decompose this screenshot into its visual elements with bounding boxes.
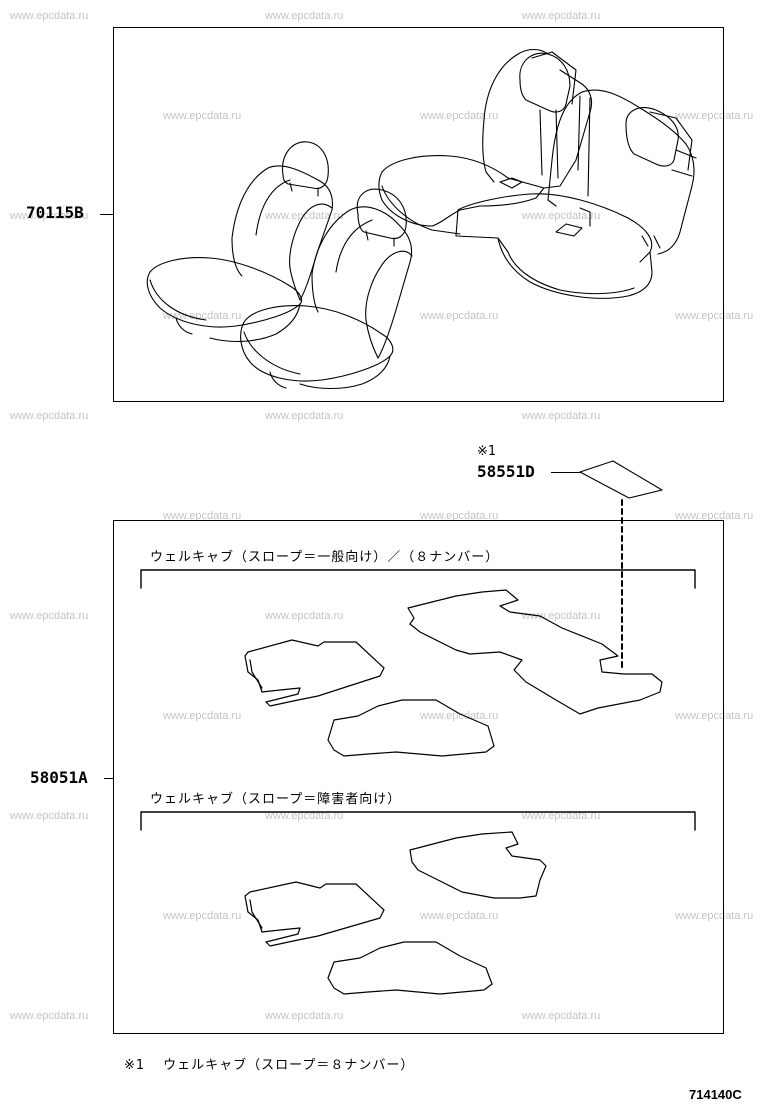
- watermark-text: www.epcdata.ru: [522, 810, 601, 822]
- watermark-text: www.epcdata.ru: [522, 10, 601, 22]
- watermark-text: www.epcdata.ru: [522, 410, 601, 422]
- watermark-text: www.epcdata.ru: [265, 810, 344, 822]
- watermark-text: www.epcdata.ru: [522, 610, 601, 622]
- watermark-text: www.epcdata.ru: [675, 910, 754, 922]
- watermark-text: www.epcdata.ru: [10, 610, 89, 622]
- footnote-mark: ※1: [124, 1058, 146, 1073]
- watermark-text: www.epcdata.ru: [10, 210, 89, 222]
- watermark-text: www.epcdata.ru: [265, 10, 344, 22]
- watermark-text: www.epcdata.ru: [420, 710, 499, 722]
- watermark-text: www.epcdata.ru: [163, 710, 242, 722]
- seat-leader-line: [100, 214, 114, 215]
- section-bracket-general: [140, 569, 696, 589]
- watermark-text: www.epcdata.ru: [522, 210, 601, 222]
- watermark-text: www.epcdata.ru: [163, 310, 242, 322]
- footnote: ※1 ウェルキャブ（スロープ＝８ナンバー）: [124, 1054, 414, 1073]
- watermark-text: www.epcdata.ru: [163, 910, 242, 922]
- floor-mat-set-general[interactable]: [244, 589, 663, 757]
- deck-leader-line: [551, 472, 581, 473]
- watermark-text: www.epcdata.ru: [10, 410, 89, 422]
- deck-board-illustration[interactable]: [579, 460, 663, 671]
- rear-bench-seat-illustration[interactable]: [378, 48, 697, 299]
- watermark-text: www.epcdata.ru: [522, 1010, 601, 1022]
- front-seat-right-illustration[interactable]: [240, 188, 413, 390]
- watermark-text: www.epcdata.ru: [10, 1010, 89, 1022]
- footnote-text: ウェルキャブ（スロープ＝８ナンバー）: [163, 1058, 415, 1073]
- seat-part-number[interactable]: 70115B: [26, 203, 84, 222]
- floor-mat-set-accessible[interactable]: [244, 831, 547, 995]
- section-label-general-slope: ウェルキャブ（スロープ＝一般向け）／（８ナンバー）: [150, 550, 500, 565]
- watermark-text: www.epcdata.ru: [675, 510, 754, 522]
- deck-part-number[interactable]: 58551D: [477, 462, 535, 481]
- watermark-text: www.epcdata.ru: [675, 710, 754, 722]
- floor-mat-frame: [113, 520, 724, 1034]
- watermark-text: www.epcdata.ru: [10, 810, 89, 822]
- watermark-text: www.epcdata.ru: [420, 310, 499, 322]
- front-seat-left-illustration[interactable]: [146, 141, 334, 342]
- watermark-text: www.epcdata.ru: [163, 510, 242, 522]
- watermark-text: www.epcdata.ru: [420, 110, 499, 122]
- watermark-text: www.epcdata.ru: [265, 410, 344, 422]
- diagram-code: 714140C: [689, 1087, 742, 1102]
- watermark-text: www.epcdata.ru: [265, 610, 344, 622]
- floor-mat-part-number[interactable]: 58051A: [30, 768, 88, 787]
- watermark-text: www.epcdata.ru: [675, 310, 754, 322]
- watermark-text: www.epcdata.ru: [675, 110, 754, 122]
- deck-part-reference-mark: ※1: [477, 444, 496, 459]
- watermark-text: www.epcdata.ru: [420, 510, 499, 522]
- watermark-text: www.epcdata.ru: [163, 110, 242, 122]
- watermark-text: www.epcdata.ru: [265, 210, 344, 222]
- floor-mat-leader-line: [104, 778, 114, 779]
- watermark-text: www.epcdata.ru: [10, 10, 89, 22]
- section-bracket-accessible: [140, 811, 696, 831]
- watermark-text: www.epcdata.ru: [265, 1010, 344, 1022]
- watermark-text: www.epcdata.ru: [420, 910, 499, 922]
- section-label-accessible-slope: ウェルキャブ（スロープ＝障害者向け）: [150, 792, 402, 807]
